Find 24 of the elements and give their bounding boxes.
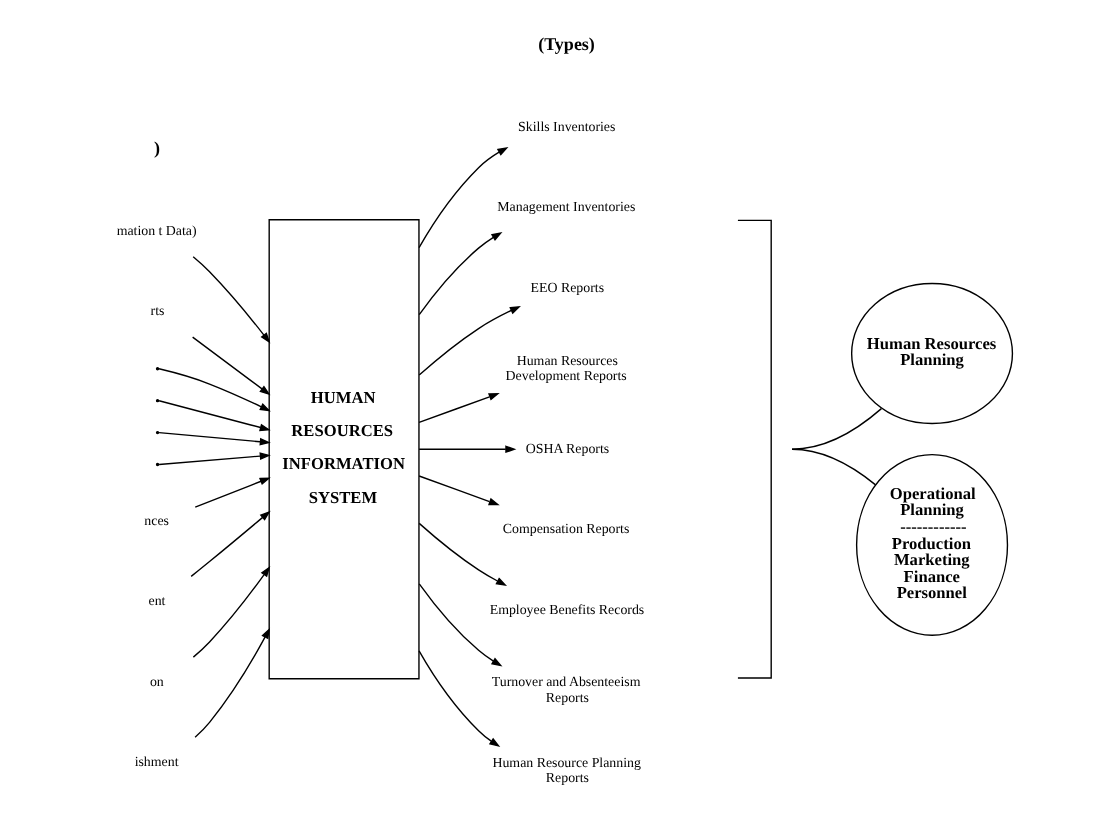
- arrow: [192, 256, 271, 344]
- label: (Types): [538, 34, 595, 55]
- arrow: [418, 445, 517, 454]
- arrow: [418, 583, 503, 667]
- arrow: [418, 305, 521, 376]
- arrow: [192, 565, 271, 658]
- arrow: [158, 400, 271, 432]
- connector: [791, 448, 877, 486]
- arrow: [418, 146, 509, 249]
- node-bracket: [737, 219, 772, 679]
- arrow: [418, 650, 501, 748]
- arrow: [158, 368, 271, 412]
- arrow: [158, 431, 271, 446]
- label: ): [154, 138, 161, 159]
- arrow: [418, 231, 503, 316]
- connector: [791, 407, 883, 450]
- arrow: [190, 510, 271, 578]
- arrow: [194, 627, 271, 738]
- arrow: [418, 393, 500, 424]
- arrow: [194, 477, 271, 508]
- arrow: [191, 336, 271, 396]
- arrow: [418, 522, 508, 586]
- arrow: [158, 452, 271, 466]
- arrow: [418, 475, 500, 506]
